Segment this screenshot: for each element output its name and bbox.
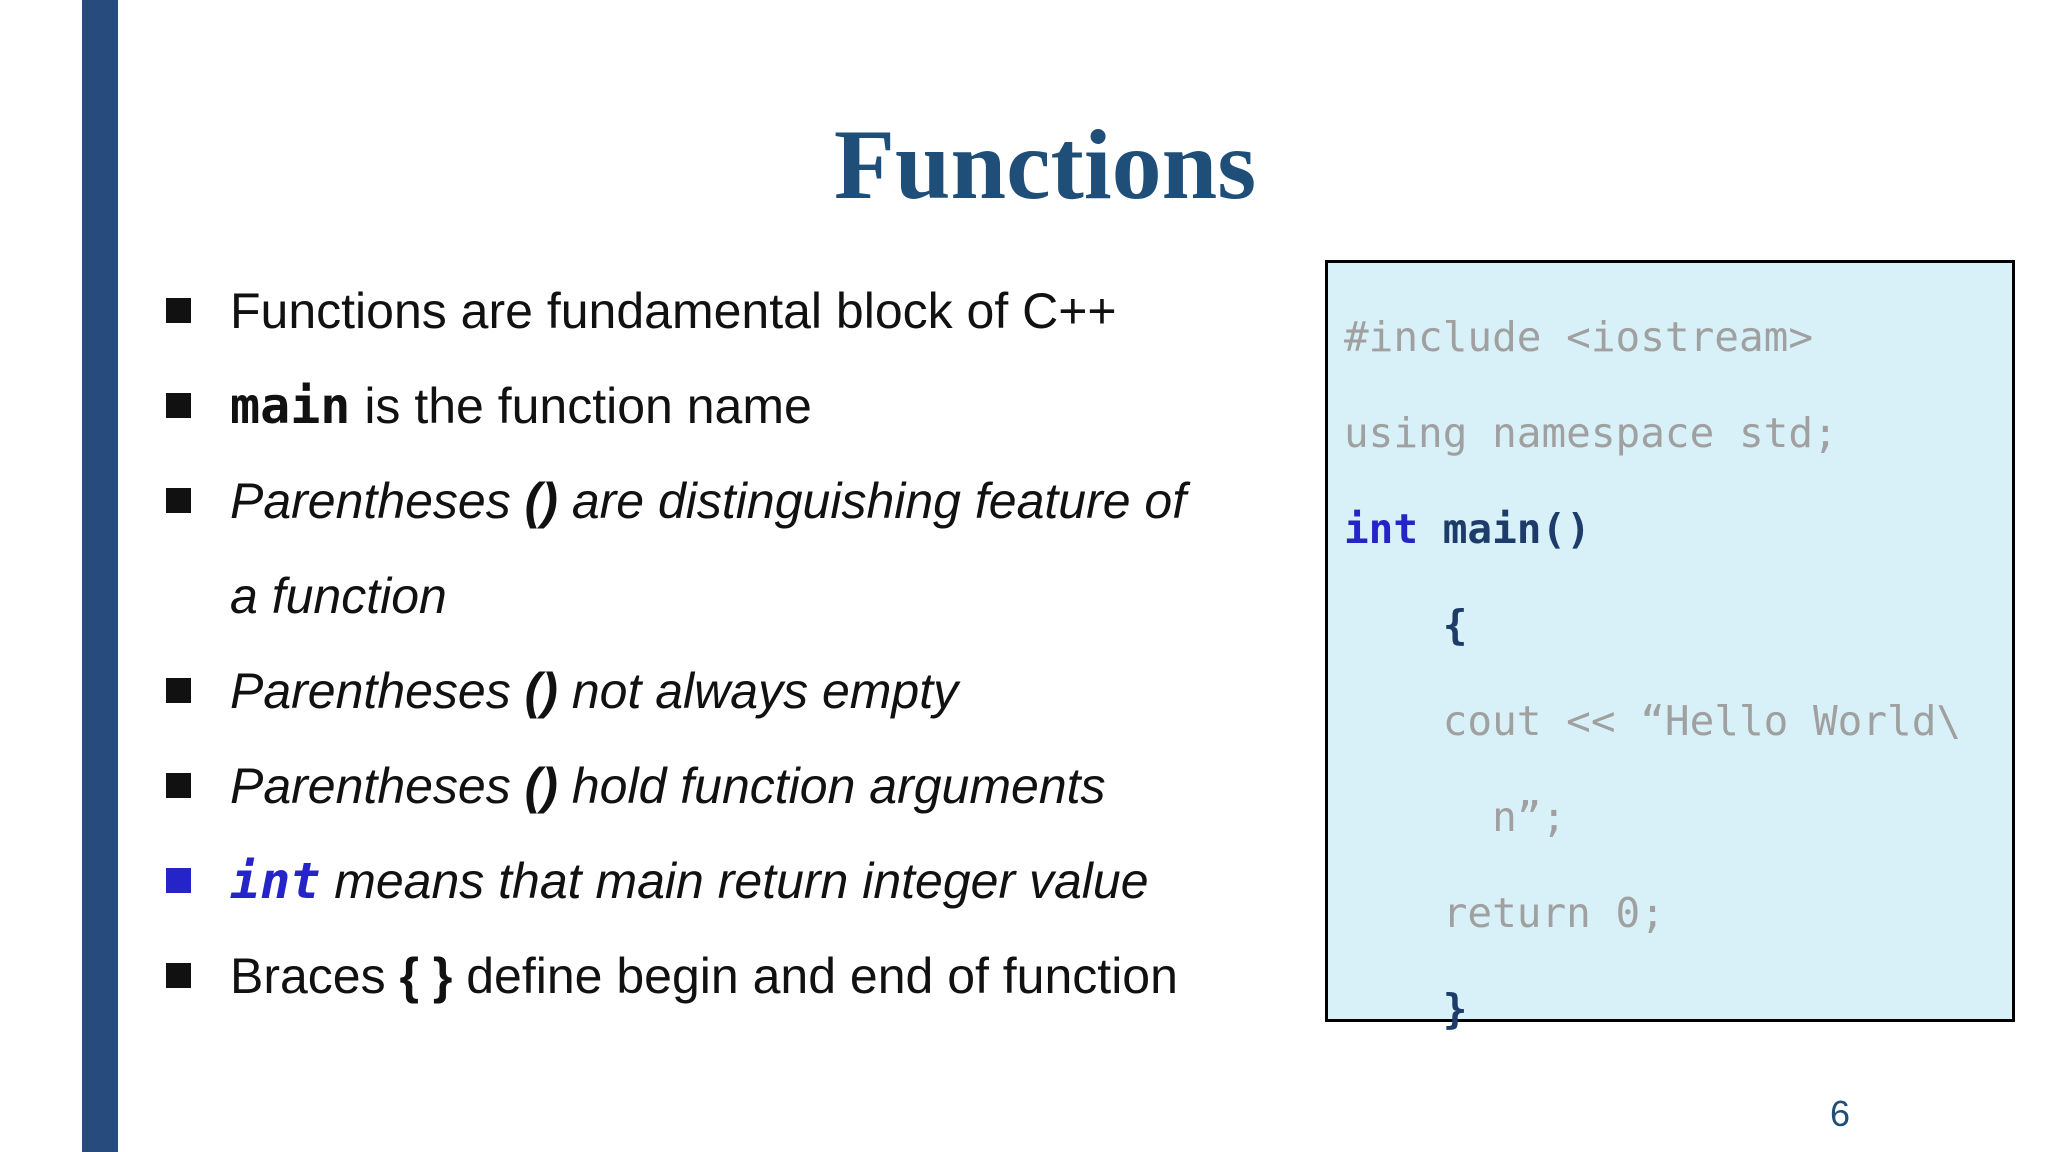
code-line: #include <iostream> [1344,289,2012,385]
text-run: return 0; [1344,889,1665,937]
text-run: Functions are fundamental block of C++ [230,283,1117,339]
text-run: n”; [1344,793,1567,841]
bullet-text: Braces { } define begin and end of funct… [230,929,1178,1024]
text-run: { } [399,948,453,1004]
text-run: () [524,758,558,814]
text-run: #include <iostream> [1344,313,1813,361]
bullet-text-line: int means that main return integer value [230,834,1149,929]
text-run: Braces [230,948,400,1004]
text-run: int [230,852,321,910]
bullet-text: main is the function name [230,359,812,454]
bullet-item: Functions are fundamental block of C++ [166,264,1316,359]
bullet-square-icon [166,298,191,323]
code-line: return 0; [1344,865,2012,961]
code-line: } [1344,961,2012,1057]
code-panel: #include <iostream> using namespace std; i… [1325,260,2015,1033]
bullet-item: Parentheses () not always empty [166,644,1316,739]
text-run: define begin and end of function [452,948,1178,1004]
page-number: 6 [1829,1093,1851,1134]
code-line: { [1344,577,2012,673]
left-accent-bar [82,0,118,1152]
bullet-item: Parentheses () are distinguishing featur… [166,454,1316,644]
code-line: n”; [1344,769,2012,865]
text-run: hold function arguments [557,758,1106,814]
bullet-square-icon [166,678,191,703]
bullet-text-line: Braces { } define begin and end of funct… [230,929,1178,1024]
text-run: } [1344,985,1468,1033]
bullet-square-icon [166,963,191,988]
bullet-text: Parentheses () hold function arguments [230,739,1106,834]
text-run: main() [1418,505,1591,553]
bullet-square-icon [166,773,191,798]
bullet-text-line: Parentheses () hold function arguments [230,739,1106,834]
text-run: Parentheses [230,473,525,529]
bullet-list: Functions are fundamental block of C++ ma… [166,264,1316,1024]
bullet-square-icon [166,868,191,893]
code-listing: #include <iostream> using namespace std; i… [1328,263,2012,1057]
code-line: using namespace std; [1344,385,2012,481]
code-line: cout << “Hello World\ [1344,673,2012,769]
bullet-text: Parentheses () not always empty [230,644,958,739]
text-run: cout << “Hello World\ [1344,697,1962,745]
bullet-text-line: Parentheses () not always empty [230,644,958,739]
bullet-text: int means that main return integer value [230,834,1149,929]
text-run: means that main return integer value [320,853,1149,909]
slide-title: Functions [833,109,1257,220]
bullet-text: Parentheses () are distinguishing featur… [230,454,1186,644]
bullet-item: int means that main return integer value [166,834,1316,929]
bullet-item: Parentheses () hold function arguments [166,739,1316,834]
text-run: () [524,473,558,529]
bullet-square-icon [166,393,191,418]
text-run: Parentheses [230,663,525,719]
text-run: int [1344,505,1419,553]
text-run: not always empty [557,663,959,719]
bullet-text: Functions are fundamental block of C++ [230,264,1117,359]
bullet-text-line: main is the function name [230,359,812,454]
bullet-item: main is the function name [166,359,1316,454]
bullet-text-line: a function [230,549,1186,644]
bullet-text-line: Functions are fundamental block of C++ [230,264,1117,359]
text-run: { [1344,601,1468,649]
text-run: is the function name [350,378,812,434]
text-run: main [230,377,351,435]
text-run: using namespace std; [1344,409,1838,457]
bullet-item: Braces { } define begin and end of funct… [166,929,1316,1024]
text-run: Parentheses [230,758,525,814]
code-line: int main() [1344,481,2012,577]
text-run: are distinguishing feature of [557,473,1187,529]
bullet-square-icon [166,488,191,513]
text-run: a function [230,568,447,624]
bullet-text-line: Parentheses () are distinguishing featur… [230,454,1186,549]
text-run: () [524,663,558,719]
